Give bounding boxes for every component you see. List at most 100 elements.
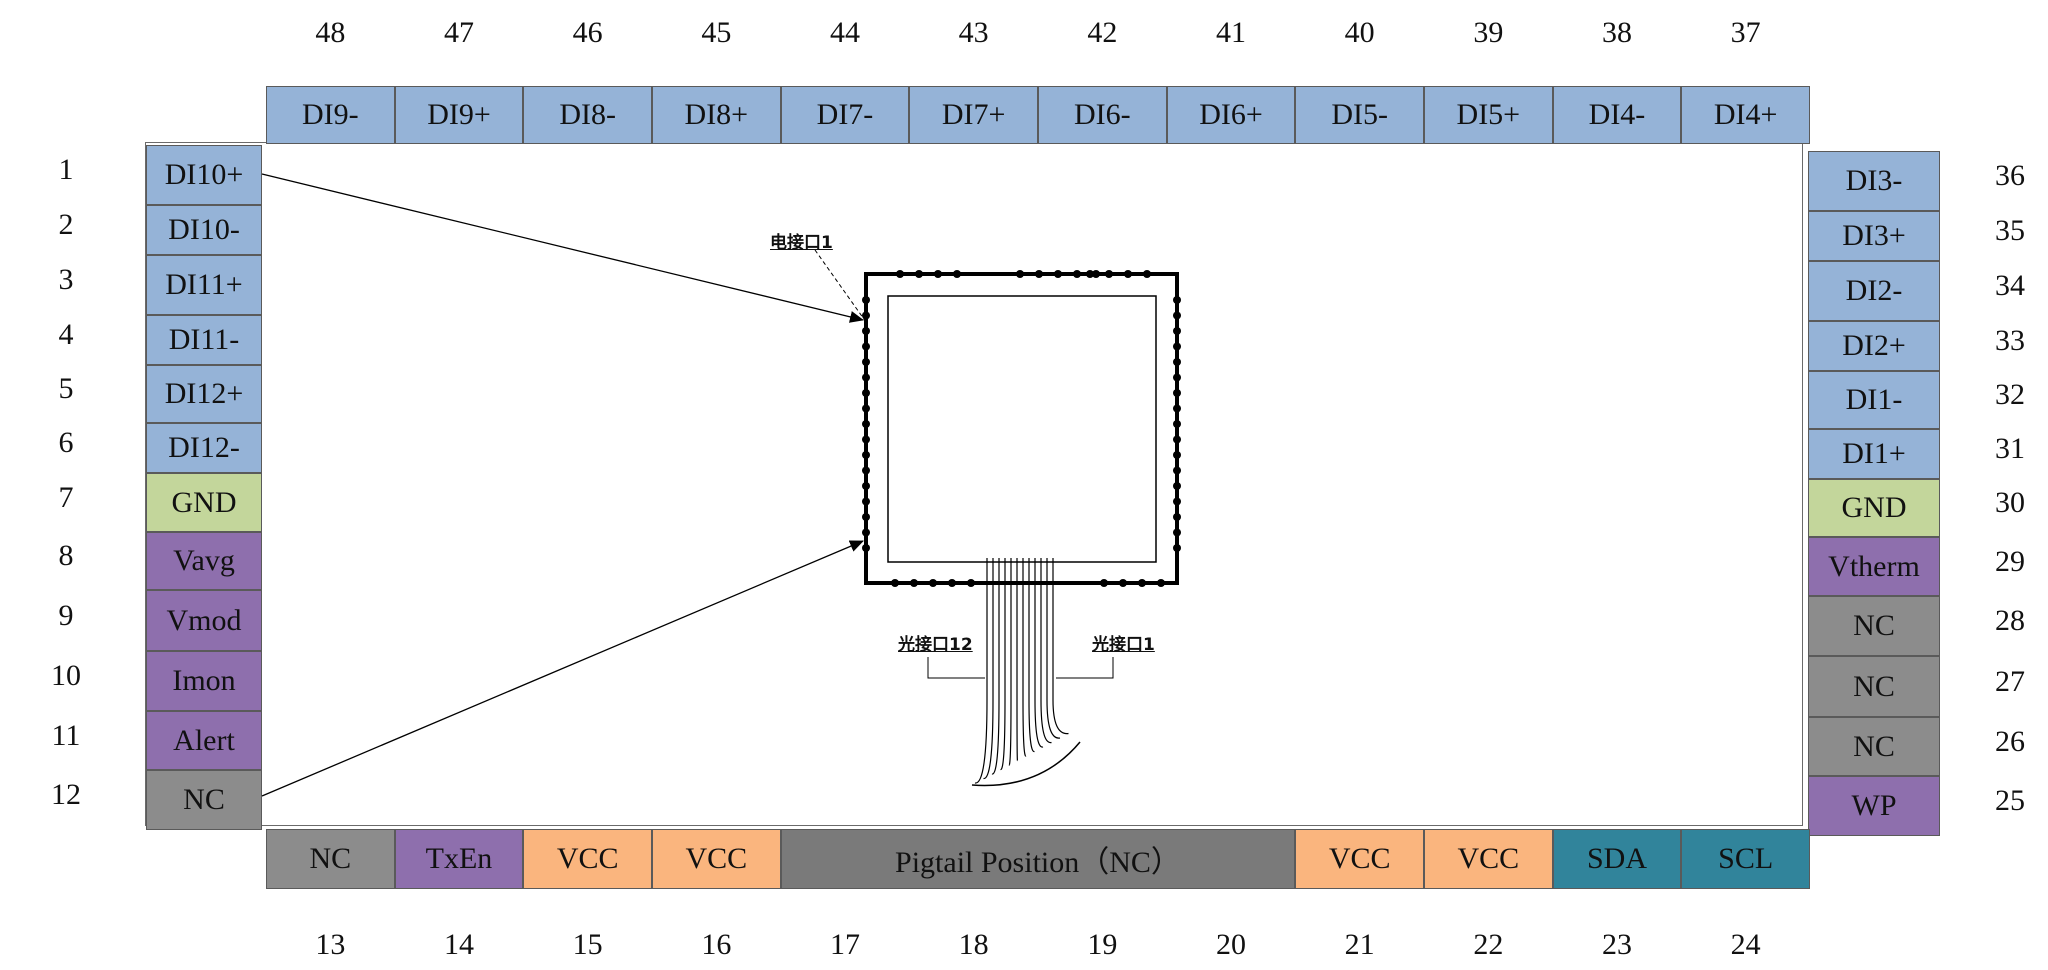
pad-right-8 — [1173, 420, 1181, 428]
pin-number-12: 12 — [51, 778, 81, 811]
optical-port-12-leader — [927, 657, 985, 679]
pad-right-5 — [1173, 373, 1181, 382]
optical-port-1-label: 光接口1 — [1092, 635, 1155, 655]
bottom-pin-2-txen: TxEn — [394, 829, 524, 889]
bottom-pin-6-vcc: VCC — [1295, 829, 1424, 889]
pad-top-12 — [1124, 270, 1132, 278]
pin-26: NC — [1808, 717, 1940, 776]
pin-number-39: 39 — [1473, 16, 1504, 49]
pin-number-35: 35 — [1995, 214, 2025, 247]
pin-48: DI9- — [266, 86, 395, 144]
pin-36: DI3- — [1808, 151, 1940, 211]
pin-number-16: 16 — [701, 928, 732, 961]
pin-number-28: 28 — [1995, 604, 2025, 637]
pad-top-mid-2 — [1054, 270, 1062, 278]
bottom-pin-8-sda: SDA — [1552, 829, 1682, 889]
pad-left-16 — [862, 544, 870, 552]
fiber-10 — [1040, 558, 1052, 744]
pin-41: DI6+ — [1166, 86, 1296, 144]
pin-number-14: 14 — [444, 928, 474, 961]
pin-7: GND — [146, 473, 262, 532]
pin-10: Imon — [146, 651, 262, 711]
pin-43: DI7+ — [909, 86, 1038, 144]
pad-left-12 — [862, 482, 870, 490]
pad-right-10 — [1173, 451, 1181, 459]
pin-number-48: 48 — [315, 16, 346, 49]
pad-bottom-13 — [1138, 579, 1146, 587]
pad-left-13 — [862, 497, 870, 506]
pin-11: Alert — [146, 711, 262, 770]
pin-1: DI10+ — [146, 145, 262, 205]
pad-left-2 — [862, 327, 870, 335]
pin-37: DI4+ — [1681, 86, 1810, 144]
pin-number-42: 42 — [1087, 16, 1118, 49]
leader-arrow-pin1 — [261, 173, 864, 323]
pad-top-13 — [1143, 270, 1151, 278]
pin-3: DI11+ — [146, 255, 262, 315]
pad-right-16 — [1173, 544, 1181, 552]
pad-bottom-11 — [1100, 579, 1108, 587]
pad-left-15 — [862, 528, 870, 537]
pad-bottom-4 — [967, 579, 975, 587]
pad-left-5 — [862, 373, 870, 382]
pad-right-13 — [1173, 497, 1181, 506]
pad-left-9 — [862, 435, 870, 444]
pad-bottom-2 — [929, 579, 937, 587]
bottom-pin-9-scl: SCL — [1681, 829, 1810, 889]
pin-29: Vtherm — [1808, 537, 1940, 596]
pin-30: GND — [1808, 479, 1940, 537]
pin-number-31: 31 — [1995, 432, 2025, 465]
pin-12: NC — [146, 770, 262, 830]
pin-number-4: 4 — [58, 318, 74, 351]
pad-top-mid-4 — [1092, 270, 1100, 278]
pin-number-27: 27 — [1995, 664, 2025, 698]
pad-right-15 — [1173, 528, 1181, 537]
chip-outer-frame — [864, 272, 1179, 585]
pin-number-32: 32 — [1995, 378, 2025, 411]
pin-number-10: 10 — [51, 659, 81, 692]
bottom-pin-4-vcc: VCC — [652, 829, 781, 889]
pad-left-8 — [862, 420, 870, 428]
pin-27: NC — [1808, 656, 1940, 717]
pin-number-46: 46 — [572, 16, 603, 49]
pad-top-mid-3 — [1073, 270, 1081, 278]
chip-inner-window — [887, 295, 1157, 563]
pad-right-0 — [1173, 296, 1181, 304]
pin-number-22: 22 — [1473, 928, 1504, 961]
pad-left-7 — [862, 404, 870, 413]
electrical-port-label: 电接口1 — [770, 233, 833, 253]
bottom-pin-7-vcc: VCC — [1424, 829, 1553, 889]
pad-bottom-14 — [1157, 579, 1165, 587]
pad-left-10 — [862, 451, 870, 459]
fiber-4 — [999, 558, 1006, 771]
fiber-1 — [974, 558, 988, 784]
pin-44: DI7- — [780, 86, 910, 144]
pin-number-1: 1 — [58, 153, 74, 186]
pad-left-3 — [862, 342, 870, 351]
pin-number-19: 19 — [1087, 928, 1118, 961]
pin-number-30: 30 — [1995, 486, 2025, 519]
bottom-pin-1-nc: NC — [266, 829, 395, 889]
pin-number-45: 45 — [701, 16, 732, 49]
pin-40: DI5- — [1295, 86, 1424, 144]
pin-number-24: 24 — [1730, 928, 1761, 961]
pin-number-8: 8 — [58, 539, 74, 572]
pad-right-6 — [1173, 389, 1181, 397]
pad-bottom-12 — [1119, 579, 1127, 587]
pad-left-4 — [862, 358, 870, 366]
fiber-3 — [991, 558, 1000, 775]
pad-top-1 — [915, 270, 923, 278]
pin-number-5: 5 — [58, 372, 74, 405]
pad-left-1 — [862, 311, 870, 320]
fiber-8 — [1028, 558, 1035, 753]
pin-25: WP — [1808, 776, 1940, 836]
pin-number-25: 25 — [1995, 784, 2025, 817]
pad-left-11 — [862, 466, 870, 475]
pin-35: DI3+ — [1808, 211, 1940, 261]
pad-right-3 — [1173, 342, 1181, 351]
pad-top-0 — [896, 270, 904, 278]
electrical-port-leader — [814, 249, 867, 323]
pin-number-20: 20 — [1216, 928, 1246, 961]
pad-right-11 — [1173, 466, 1181, 475]
pad-top-mid-1 — [1035, 270, 1043, 278]
